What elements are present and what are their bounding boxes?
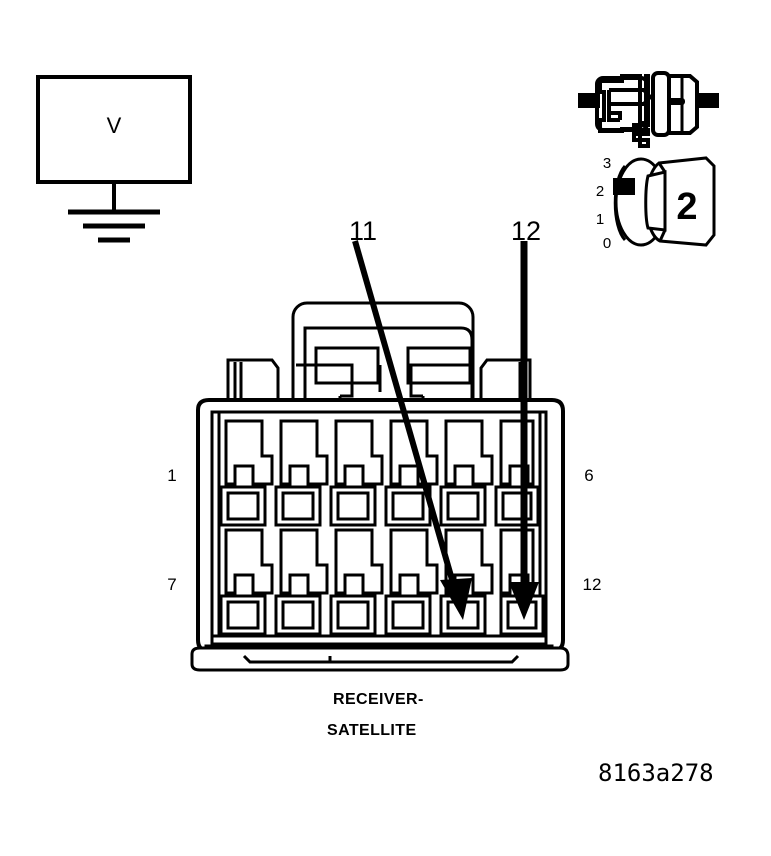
cavity-pin-3 [329, 419, 384, 527]
connector-bottom-flange [190, 634, 570, 672]
male-connector-body [595, 76, 649, 132]
flange-notch-right [490, 654, 520, 664]
female-connector-collar [651, 71, 671, 137]
leader-line-12 [509, 241, 539, 620]
pin-label-top-left: 1 [167, 466, 176, 485]
switch-selected-marker [613, 178, 635, 195]
connector-caption: RECEIVER- SATELLITE [327, 691, 424, 739]
latch-ledge-right [409, 363, 470, 398]
voltmeter-body [36, 75, 192, 184]
voltmeter-symbol: V [36, 75, 192, 213]
cavity-2-retainer [279, 419, 329, 486]
connector-right-wire [697, 93, 719, 108]
pin-number-labels: 1 7 6 12 [167, 466, 601, 594]
caption-line-1: RECEIVER- [333, 691, 424, 708]
cavity-7-retainer [224, 528, 274, 595]
cavity-7-hole [226, 600, 260, 630]
flange-base [190, 646, 570, 672]
pin-label-top-right: 6 [584, 466, 593, 485]
pin-label-bottom-left: 7 [167, 575, 176, 594]
cavity-pin-5 [439, 419, 494, 527]
leader-label-11: 11 [349, 216, 377, 246]
cavity-9-hole [336, 600, 370, 630]
cavity-pin-8 [274, 528, 329, 636]
cavity-pin-1 [219, 419, 274, 527]
ignition-switch-symbol: 3 2 1 0 2 [596, 155, 716, 252]
switch-position-1: 1 [596, 211, 604, 228]
cavity-5-retainer [444, 419, 494, 486]
figure-id: 8163a278 [598, 759, 714, 787]
flange-bar-1 [210, 634, 548, 646]
cavity-2-hole [281, 491, 315, 521]
leader-11-arrowhead [440, 578, 472, 620]
flange-notch-left [242, 654, 332, 664]
leader-11-shaft [352, 240, 458, 591]
cavity-10-retainer [389, 528, 439, 595]
switch-dial-ring-inner [613, 164, 627, 242]
switch-position-3: 3 [603, 155, 611, 172]
cavity-1-hole [226, 491, 260, 521]
cavity-pin-7 [219, 528, 274, 636]
pin-label-bottom-right: 12 [583, 575, 602, 594]
leader-12-arrowhead [509, 582, 539, 620]
cavity-3-hole [336, 491, 370, 521]
cavity-5-hole [446, 491, 480, 521]
leader-line-11 [352, 240, 472, 620]
cavity-pin-2 [274, 419, 329, 527]
switch-position-2: 2 [596, 183, 604, 200]
male-connector-tongue-inner [607, 90, 620, 122]
voltmeter-label: V [107, 113, 122, 138]
cavity-10-hole [391, 600, 425, 630]
switch-position-0: 0 [603, 235, 611, 252]
male-connector-tongue [607, 88, 653, 120]
chassis-ground-symbol [68, 209, 160, 243]
cavity-pin-9 [329, 528, 384, 636]
leader-labels: 11 12 [349, 216, 541, 246]
cavity-3-retainer [334, 419, 384, 486]
cavity-4-hole [391, 491, 425, 521]
cavity-pin-10 [384, 528, 439, 636]
caption-line-2: SATELLITE [327, 722, 417, 739]
connector-left-wire [578, 93, 600, 108]
cavity-pin-6 [494, 419, 540, 527]
cavity-8-hole [281, 600, 315, 630]
cavity-1-retainer [224, 419, 274, 486]
disconnected-connector-pair-icon [578, 71, 719, 148]
latch-ledge-left [296, 363, 354, 398]
cavity-pin-11 [439, 528, 494, 636]
leader-lines [352, 240, 539, 620]
connector-latch-tower [291, 301, 475, 418]
leader-label-12: 12 [511, 216, 541, 246]
switch-key-number: 2 [676, 186, 697, 228]
cavity-9-retainer [334, 528, 384, 595]
switch-key-notch [644, 170, 667, 232]
cavity-8-retainer [279, 528, 329, 595]
